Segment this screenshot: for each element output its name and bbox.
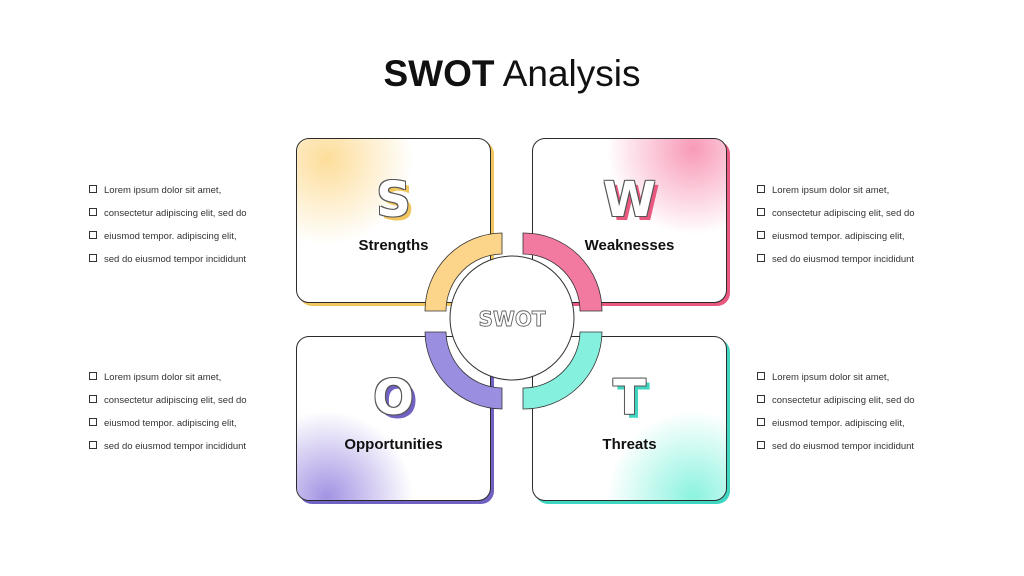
opportunities-card: O Opportunities xyxy=(296,336,491,501)
list-top-right: Lorem ipsum dolor sit amet, consectetur … xyxy=(757,185,915,277)
weaknesses-card: W Weaknesses xyxy=(532,138,727,303)
list-item: sed do eiusmod tempor incididunt xyxy=(89,254,247,277)
checkbox-icon xyxy=(757,418,765,426)
list-item-text: consectetur adipiscing elit, sed do xyxy=(104,208,247,219)
list-item-text: consectetur adipiscing elit, sed do xyxy=(772,208,915,219)
list-item: sed do eiusmod tempor incididunt xyxy=(89,441,247,464)
threats-card: T Threats xyxy=(532,336,727,501)
checkbox-icon xyxy=(757,231,765,239)
page-title: SWOT Analysis xyxy=(0,48,1024,100)
checkbox-icon xyxy=(757,441,765,449)
list-item-text: consectetur adipiscing elit, sed do xyxy=(772,395,915,406)
list-item: Lorem ipsum dolor sit amet, xyxy=(89,185,247,208)
list-item-text: Lorem ipsum dolor sit amet, xyxy=(772,185,890,196)
list-item-text: eiusmod tempor. adipiscing elit, xyxy=(772,418,905,429)
weaknesses-letter: W xyxy=(603,172,656,228)
checkbox-icon xyxy=(89,254,97,262)
list-item: eiusmod tempor. adipiscing elit, xyxy=(757,418,915,441)
list-bottom-left: Lorem ipsum dolor sit amet, consectetur … xyxy=(89,372,247,464)
checkbox-icon xyxy=(89,185,97,193)
list-top-left: Lorem ipsum dolor sit amet, consectetur … xyxy=(89,185,247,277)
list-item: consectetur adipiscing elit, sed do xyxy=(757,395,915,418)
list-item-text: sed do eiusmod tempor incididunt xyxy=(772,254,915,265)
list-item-text: Lorem ipsum dolor sit amet, xyxy=(772,372,890,383)
opportunities-glow xyxy=(297,397,447,500)
list-item: consectetur adipiscing elit, sed do xyxy=(757,208,915,231)
strengths-letter: S xyxy=(376,172,411,228)
list-item-text: consectetur adipiscing elit, sed do xyxy=(104,395,247,406)
list-item-text: sed do eiusmod tempor incididunt xyxy=(104,441,247,452)
checkbox-icon xyxy=(757,254,765,262)
list-item-text: Lorem ipsum dolor sit amet, xyxy=(104,372,222,383)
list-bottom-right: Lorem ipsum dolor sit amet, consectetur … xyxy=(757,372,915,464)
center-label: SWOT xyxy=(478,307,545,331)
list-item: consectetur adipiscing elit, sed do xyxy=(89,208,247,231)
checkbox-icon xyxy=(89,231,97,239)
checkbox-icon xyxy=(757,208,765,216)
list-item-text: sed do eiusmod tempor incididunt xyxy=(772,441,915,452)
opportunities-label: Opportunities xyxy=(344,436,443,453)
title-bold: SWOT xyxy=(383,53,495,94)
list-item: eiusmod tempor. adipiscing elit, xyxy=(757,231,915,254)
checkbox-icon xyxy=(89,395,97,403)
threats-letter: T xyxy=(613,370,646,426)
list-item-text: Lorem ipsum dolor sit amet, xyxy=(104,185,222,196)
list-item: Lorem ipsum dolor sit amet, xyxy=(757,185,915,208)
checkbox-icon xyxy=(89,441,97,449)
strengths-glow xyxy=(297,139,447,259)
list-item: sed do eiusmod tempor incididunt xyxy=(757,441,915,464)
list-item-text: eiusmod tempor. adipiscing elit, xyxy=(104,418,237,429)
title-rest: Analysis xyxy=(502,53,641,94)
checkbox-icon xyxy=(89,418,97,426)
weaknesses-label: Weaknesses xyxy=(584,237,675,254)
opportunities-letter: O xyxy=(373,370,414,426)
checkbox-icon xyxy=(757,185,765,193)
list-item-text: eiusmod tempor. adipiscing elit, xyxy=(772,231,905,242)
strengths-label: Strengths xyxy=(358,237,429,254)
weaknesses-glow xyxy=(573,139,726,249)
checkbox-icon xyxy=(89,372,97,380)
checkbox-icon xyxy=(757,372,765,380)
threats-label: Threats xyxy=(602,436,657,453)
list-item: eiusmod tempor. adipiscing elit, xyxy=(89,418,247,441)
threats-glow xyxy=(573,397,726,500)
list-item-text: sed do eiusmod tempor incididunt xyxy=(104,254,247,265)
checkbox-icon xyxy=(757,395,765,403)
list-item: Lorem ipsum dolor sit amet, xyxy=(89,372,247,395)
list-item: Lorem ipsum dolor sit amet, xyxy=(757,372,915,395)
list-item: sed do eiusmod tempor incididunt xyxy=(757,254,915,277)
checkbox-icon xyxy=(89,208,97,216)
list-item: eiusmod tempor. adipiscing elit, xyxy=(89,231,247,254)
list-item-text: eiusmod tempor. adipiscing elit, xyxy=(104,231,237,242)
list-item: consectetur adipiscing elit, sed do xyxy=(89,395,247,418)
strengths-card: S Strengths xyxy=(296,138,491,303)
